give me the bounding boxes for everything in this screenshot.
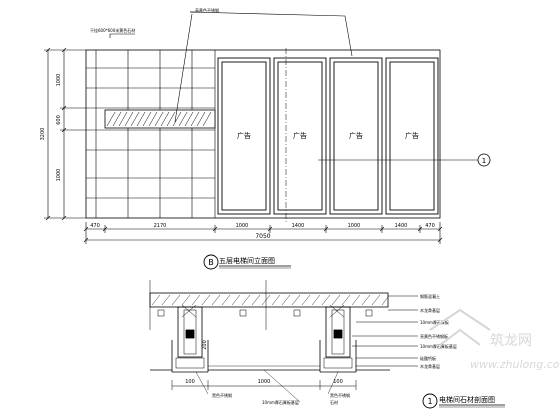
dim-left-top: 1000 bbox=[56, 74, 62, 87]
dim-bottom-5: 1000 bbox=[348, 223, 361, 229]
anchor-blocks bbox=[157, 309, 373, 317]
section-note-1: 钢筋混凝土 bbox=[420, 293, 440, 299]
section-dim-100-right: 100 bbox=[333, 379, 343, 385]
steel-band-hatch bbox=[106, 111, 212, 127]
section-note-4: 亮黄色不锈钢板 bbox=[420, 333, 448, 339]
dim-left-total: 3200 bbox=[40, 128, 46, 141]
section-dim-1000: 1000 bbox=[258, 379, 271, 385]
section-note-2: 木龙骨基层 bbox=[420, 307, 440, 313]
elevation-outline bbox=[85, 49, 441, 219]
slab-hatch bbox=[151, 294, 389, 306]
section-leaders bbox=[352, 295, 418, 367]
panel-label-2: 广告 bbox=[293, 131, 307, 140]
dim-left-mid: 600 bbox=[56, 115, 62, 125]
svg-text:1: 1 bbox=[482, 157, 486, 165]
leader-note-stone: 干挂600*600米黄色石材 bbox=[90, 27, 135, 33]
svg-text:五层电梯间立面图: 五层电梯间立面图 bbox=[219, 256, 275, 265]
section-note-3: 10mm厚石膏板 bbox=[420, 319, 449, 325]
svg-text:B: B bbox=[208, 258, 214, 267]
leader-lines bbox=[109, 11, 353, 123]
dim-total: 7050 bbox=[255, 233, 270, 240]
section-bottom-note-2: 10mm厚石膏板基层 bbox=[262, 399, 299, 405]
dim-bottom-7: 470 bbox=[425, 223, 435, 229]
watermark-url: www.zhulong.com bbox=[470, 358, 560, 371]
section-dim-100-left: 100 bbox=[185, 379, 195, 385]
section-title: 1 电梯间石材剖面图 bbox=[422, 393, 505, 409]
svg-text:1: 1 bbox=[427, 397, 432, 406]
section-bottom-note-1: 黑色不锈钢 bbox=[212, 392, 232, 398]
pilaster-left bbox=[171, 304, 209, 373]
section-note-7: 木龙骨基层 bbox=[420, 363, 440, 369]
panel-label-1: 广告 bbox=[237, 131, 251, 140]
section-note-5: 10mm厚石膏板基层 bbox=[420, 343, 457, 349]
section-note-6: 硅酸钙板 bbox=[420, 355, 436, 361]
dims-left bbox=[44, 47, 86, 221]
axis-bubble: 1 bbox=[477, 153, 491, 167]
svg-text:电梯间石材剖面图: 电梯间石材剖面图 bbox=[439, 395, 495, 404]
dim-bottom-6: 1400 bbox=[395, 223, 408, 229]
pilaster-right bbox=[319, 304, 357, 373]
stone-grid bbox=[86, 50, 216, 218]
panel-label-4: 广告 bbox=[405, 131, 419, 140]
watermark: 筑龙网 www.zhulong.com bbox=[429, 308, 560, 371]
dims-bottom bbox=[83, 222, 443, 244]
dim-bottom-3: 1000 bbox=[236, 223, 249, 229]
section-bottom-note-3: 黑色不锈钢 bbox=[330, 392, 350, 398]
dim-bottom-4: 1400 bbox=[292, 223, 305, 229]
section-bottom-note-4: 石材 bbox=[330, 399, 338, 405]
bottom-note-leaders bbox=[195, 369, 339, 403]
elevation-title: B 五层电梯间立面图 bbox=[203, 254, 291, 270]
elevation-view bbox=[85, 48, 480, 222]
dim-bottom-2: 2170 bbox=[154, 223, 167, 229]
dim-bottom-1: 470 bbox=[90, 223, 100, 229]
zhulong-logo-icon bbox=[429, 308, 491, 346]
watermark-logo-text: 筑龙网 bbox=[490, 333, 532, 349]
ad-panels bbox=[217, 57, 439, 215]
dim-left-bottom: 1000 bbox=[56, 169, 62, 182]
section-dim-200: 200 bbox=[202, 340, 208, 350]
panel-label-3: 广告 bbox=[349, 131, 363, 140]
leader-note-steel: 亮黄色不锈钢 bbox=[195, 7, 219, 13]
